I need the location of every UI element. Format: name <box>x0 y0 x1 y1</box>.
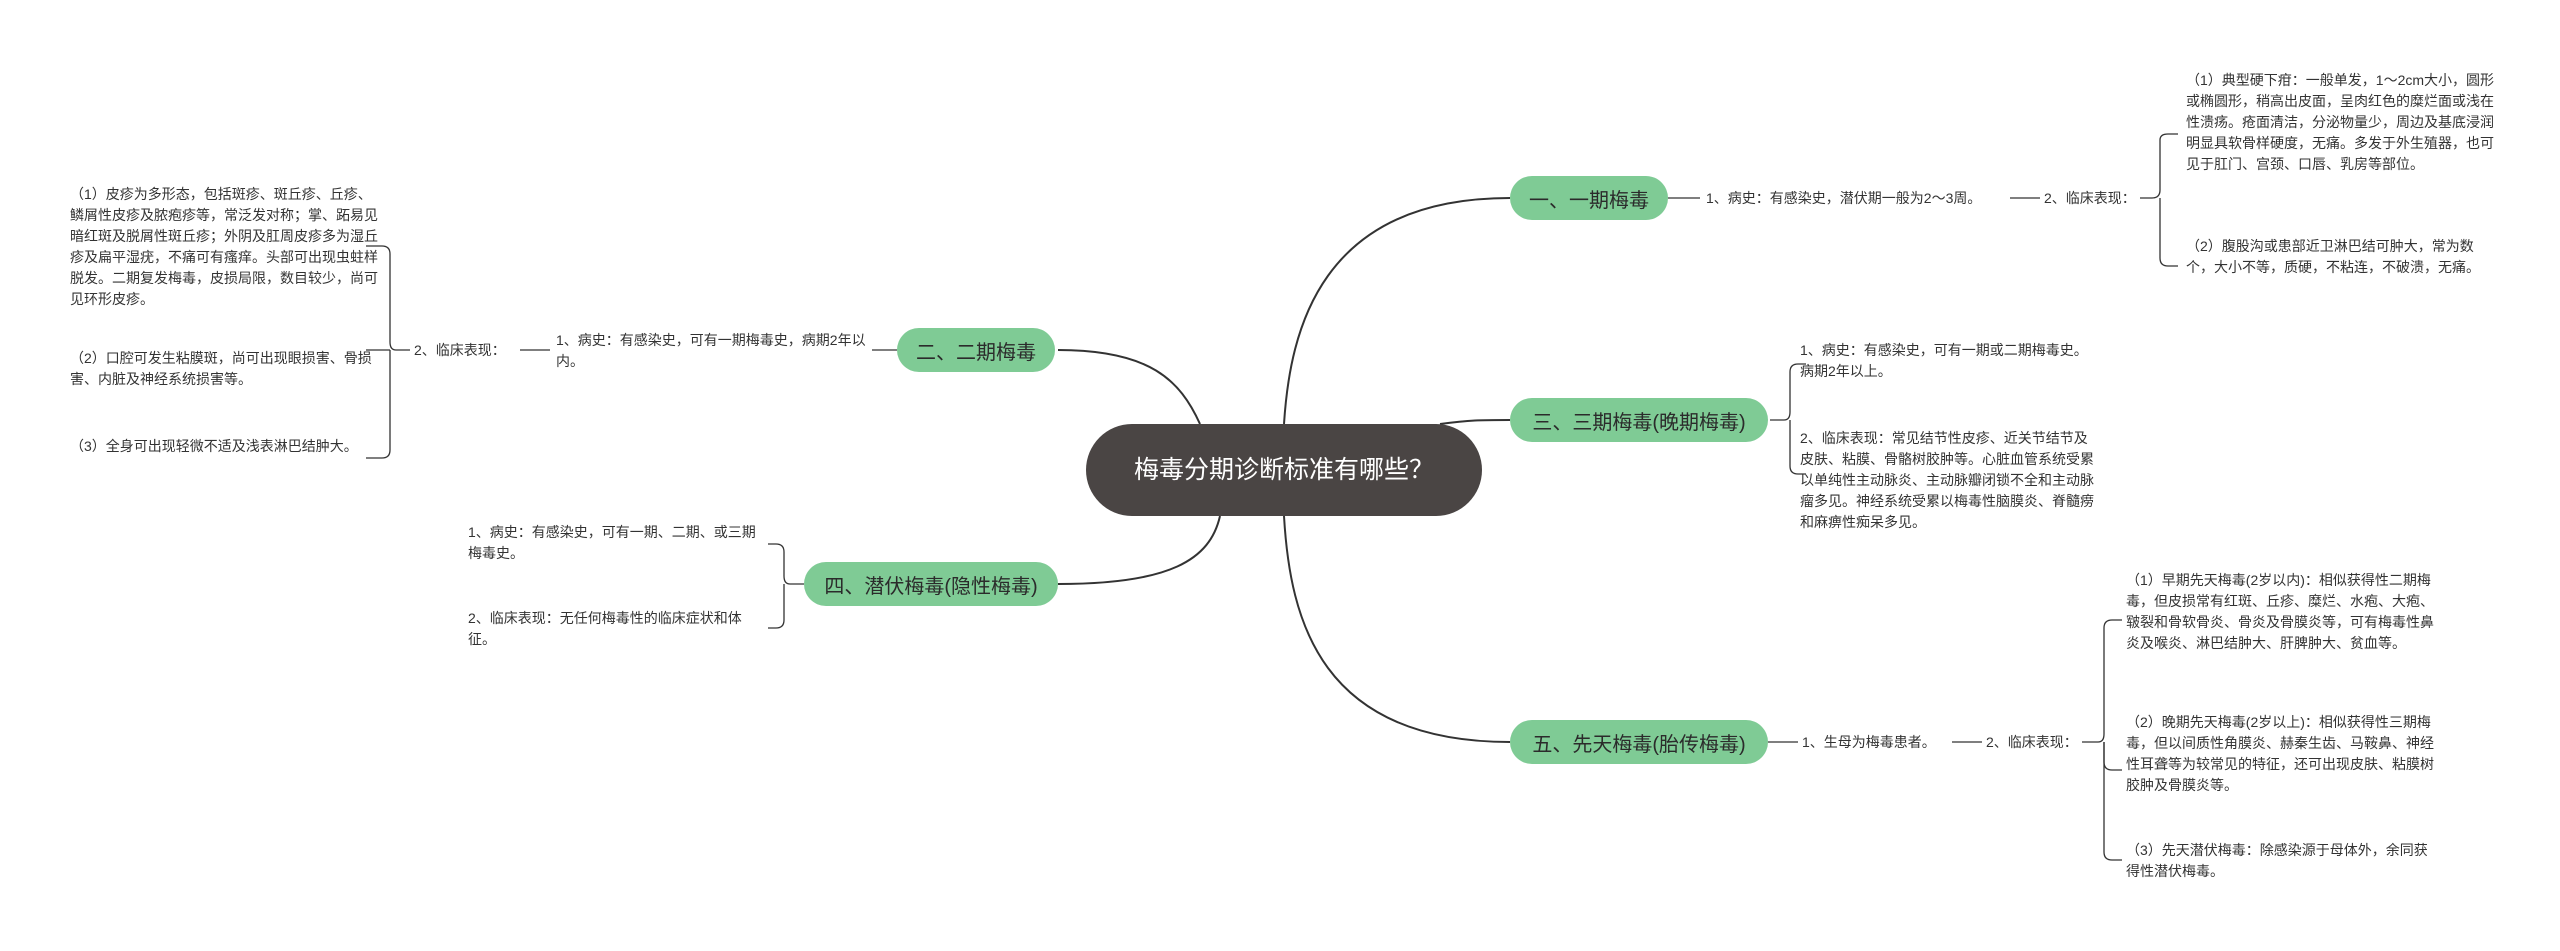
b3-item-1: 1、病史：有感染史，可有一期或二期梅毒史。病期2年以上。 <box>1800 342 2088 379</box>
b5-item-3: （3）先天潜伏梅毒：除感染源于母体外，余同获得性潜伏梅毒。 <box>2126 842 2428 879</box>
b2-item-2: （2）口腔可发生粘膜斑，尚可出现眼损害、骨损害、内脏及神经系统损害等。 <box>70 350 372 387</box>
central-topic[interactable]: 梅毒分期诊断标准有哪些？ <box>1086 424 1482 516</box>
branch-latent[interactable]: 四、潜伏梅毒(隐性梅毒) <box>804 562 1058 606</box>
b1-history: 1、病史：有感染史，潜伏期一般为2～3周。 <box>1706 190 1982 206</box>
branch-stage1[interactable]: 一、一期梅毒 <box>1510 176 1668 220</box>
b5-item-2: （2）晚期先天梅毒(2岁以上)：相似获得性三期梅毒，但以间质性角膜炎、赫秦生齿、… <box>2126 714 2434 793</box>
b5-clinical-label: 2、临床表现： <box>1986 734 2078 750</box>
b2-clinical-label: 2、临床表现： <box>414 342 506 358</box>
b1-item-1: （1）典型硬下疳：一般单发，1～2cm大小，圆形或椭圆形，稍高出皮面，呈肉红色的… <box>2186 72 2495 172</box>
branch-congenital[interactable]: 五、先天梅毒(胎传梅毒) <box>1510 720 1768 764</box>
b2-item-3: （3）全身可出现轻微不适及浅表淋巴结肿大。 <box>70 438 358 454</box>
b2-item-1: （1）皮疹为多形态，包括斑疹、斑丘疹、丘疹、鳞屑性皮疹及脓疱疹等，常泛发对称；掌… <box>70 186 378 307</box>
b5-item-1: （1）早期先天梅毒(2岁以内)：相似获得性二期梅毒，但皮损常有红斑、丘疹、糜烂、… <box>2126 572 2434 651</box>
branch-stage3[interactable]: 三、三期梅毒(晚期梅毒) <box>1510 398 1768 442</box>
b2-history: 1、病史：有感染史，可有一期梅毒史，病期2年以内。 <box>556 332 866 369</box>
b3-item-2: 2、临床表现：常见结节性皮疹、近关节结节及皮肤、粘膜、骨骼树胶肿等。心脏血管系统… <box>1800 430 2094 530</box>
b5-history: 1、生母为梅毒患者。 <box>1802 734 1936 750</box>
branch-stage2[interactable]: 二、二期梅毒 <box>897 328 1055 372</box>
b4-item-2: 2、临床表现：无任何梅毒性的临床症状和体征。 <box>468 610 742 647</box>
b1-clinical-label: 2、临床表现： <box>2044 190 2136 206</box>
b1-item-2: （2）腹股沟或患部近卫淋巴结可肿大，常为数个，大小不等，质硬，不粘连，不破溃，无… <box>2186 238 2480 275</box>
b4-item-1: 1、病史：有感染史，可有一期、二期、或三期梅毒史。 <box>468 524 756 561</box>
